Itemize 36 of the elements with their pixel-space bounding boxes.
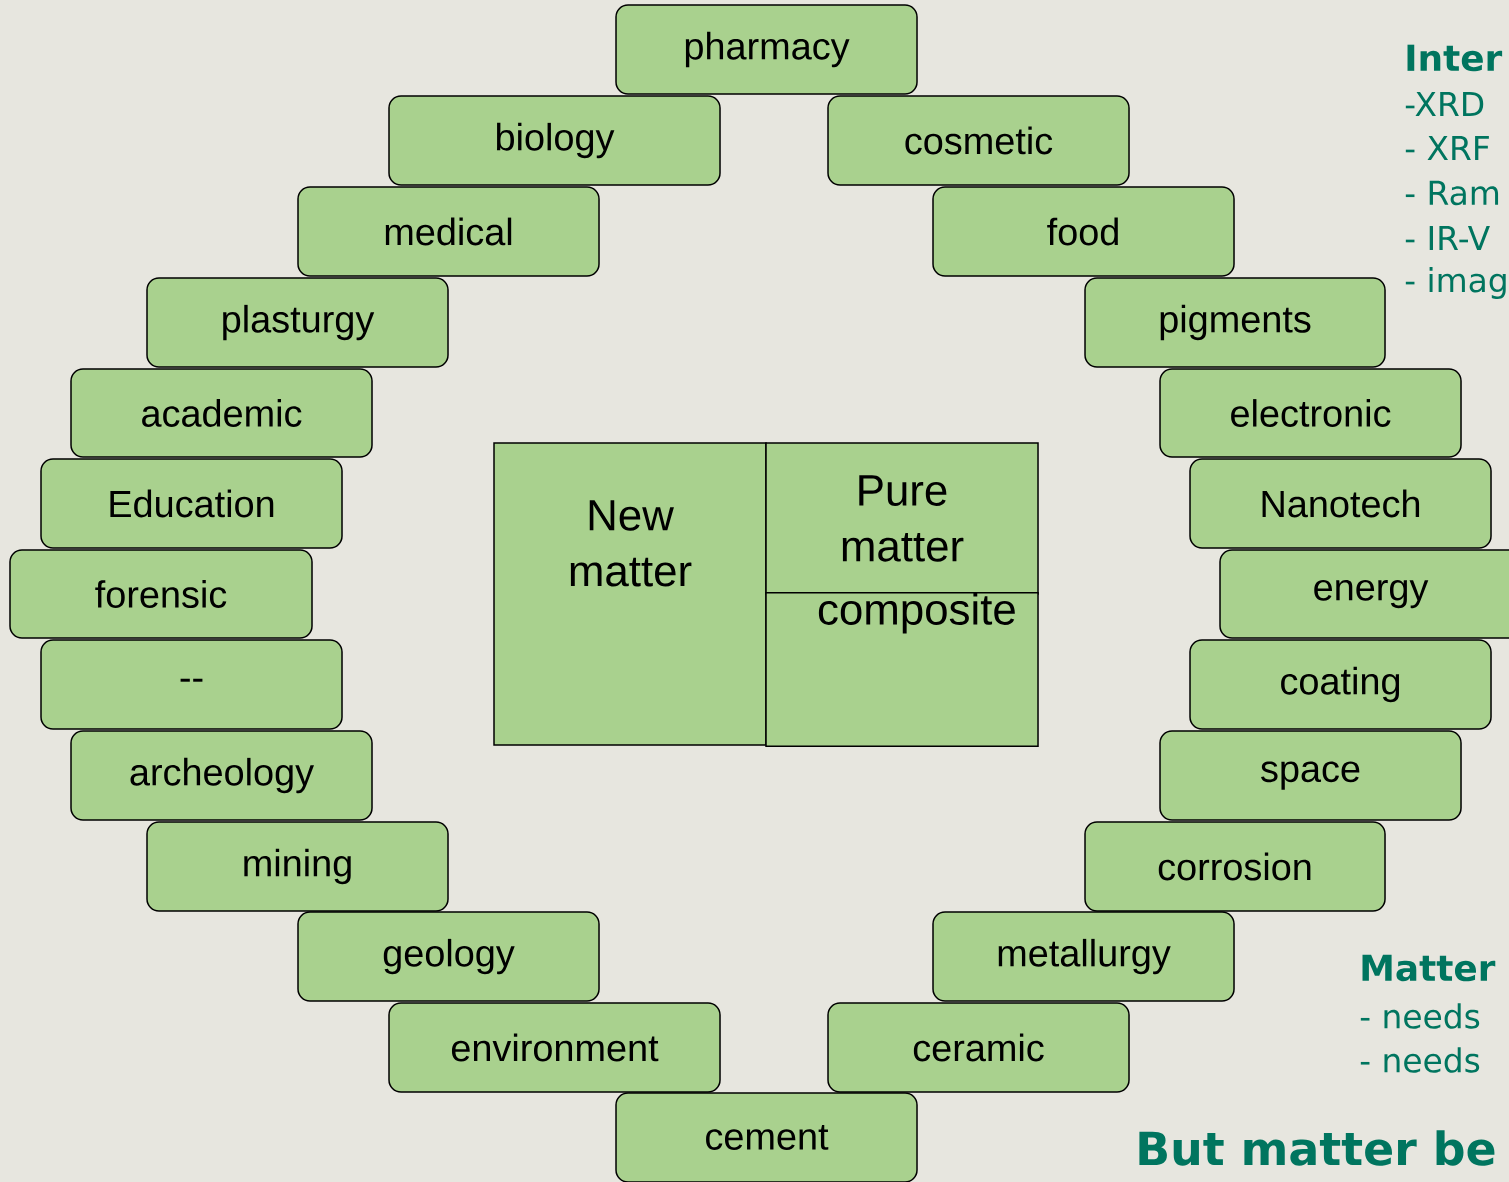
category-box: pigments (1084, 277, 1386, 368)
list-item: - imag (1405, 267, 1506, 299)
heading: Inter (1407, 44, 1503, 72)
list-item: -XRD (1405, 92, 1484, 116)
category-box: Education (40, 458, 343, 549)
category-box: archeology (70, 730, 373, 821)
category-box: pharmacy (615, 4, 918, 95)
category-box: biology (388, 95, 721, 186)
list-item: - Ram (1405, 180, 1499, 206)
category-box: forensic (9, 549, 313, 639)
category-box: Nanotech (1189, 458, 1492, 549)
category-box: electronic (1159, 368, 1462, 458)
category-box: medical (297, 186, 600, 277)
heading: But matter be (1139, 1130, 1495, 1166)
list-item: - XRF (1405, 136, 1489, 160)
category-box: cement (615, 1092, 918, 1182)
category-box: metallurgy (932, 911, 1235, 1002)
matter-cell: New matter (493, 442, 767, 746)
category-box: environment (388, 1002, 721, 1093)
category-box: mining (146, 821, 449, 912)
category-box: ceramic (827, 1002, 1130, 1093)
category-box: plasturgy (146, 277, 449, 368)
matter-cell: composite (765, 592, 1039, 748)
category-box: corrosion (1084, 821, 1386, 912)
category-box: food (932, 186, 1235, 277)
category-box: energy (1219, 549, 1509, 639)
category-box: geology (297, 911, 600, 1002)
category-box: cosmetic (827, 95, 1130, 186)
category-box: academic (70, 368, 373, 458)
category-box: -- (40, 639, 343, 730)
heading: Matter (1362, 954, 1496, 982)
category-box: coating (1189, 639, 1492, 730)
category-box: space (1159, 730, 1462, 821)
list-item: - IR-V (1405, 226, 1490, 250)
list-item: - needs (1360, 1047, 1480, 1073)
list-item: - needs (1360, 1003, 1480, 1029)
